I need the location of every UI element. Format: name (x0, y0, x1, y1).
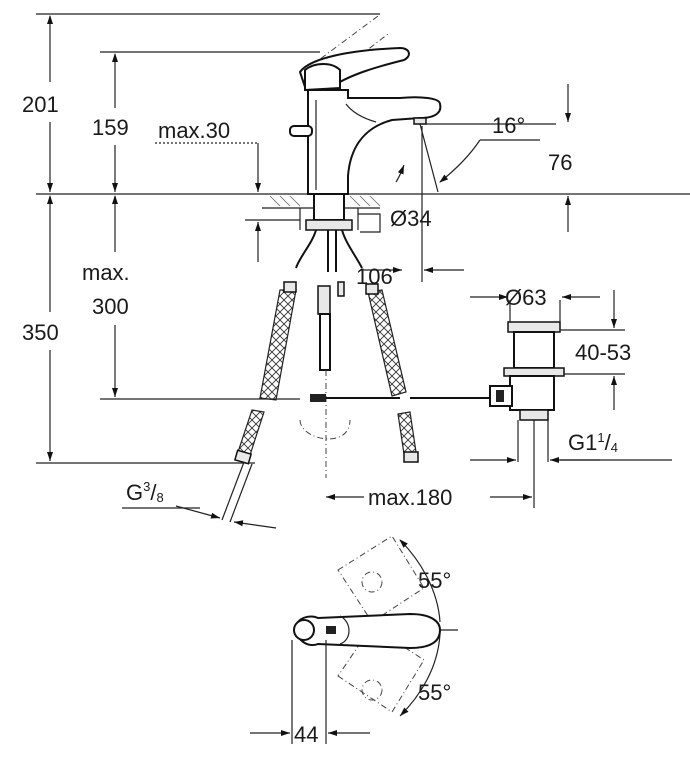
dim-16-degree: 16° (492, 113, 525, 138)
dim-max-label: max. (82, 260, 130, 285)
dim-159: 159 (92, 115, 129, 140)
dim-g-3-8-lines (122, 505, 277, 529)
deck-thickness-dim (155, 142, 300, 262)
dim-max180: max.180 (368, 485, 452, 510)
g1-slash: / (605, 430, 612, 455)
dim-max30: max.30 (158, 118, 230, 143)
dim-44: 44 (294, 722, 318, 747)
g38-slash: / (150, 480, 157, 505)
popup-rod (310, 394, 492, 402)
dim-106-lines (360, 126, 464, 282)
g1-main: G1 (568, 430, 597, 455)
dim-g1-quarter: G11/4 (568, 430, 618, 455)
faucet-top-view (293, 535, 458, 717)
dim-44-lines (250, 640, 370, 744)
g1-sup: 1 (597, 430, 604, 445)
dim-34-diameter: Ø34 (390, 206, 432, 231)
dim-63-diameter: Ø63 (505, 285, 547, 310)
g1-sub: 4 (611, 440, 618, 455)
flex-hoses (221, 281, 419, 523)
dim-55-top: 55° (418, 568, 451, 593)
waste-assembly (489, 321, 565, 462)
dim-g-3-8: G3/8 (126, 479, 164, 505)
faucet-side-view (289, 15, 556, 195)
dim-201: 201 (22, 92, 59, 117)
dim-55-bottom: 55° (418, 680, 451, 705)
dim-180-lines (326, 420, 535, 508)
g38-sup: 3 (143, 479, 150, 494)
dim-76: 76 (548, 150, 572, 175)
left-dimension-lines (36, 13, 690, 464)
dim-350: 350 (22, 320, 59, 345)
tails (295, 229, 363, 272)
deck-hatch (262, 193, 381, 233)
dim-40-53-lines (560, 290, 625, 410)
dim-300: 300 (92, 294, 129, 319)
dim-63-lines (470, 294, 600, 322)
dim-40-53: 40-53 (575, 340, 631, 365)
g38-main: G (126, 480, 143, 505)
g38-sub: 8 (156, 490, 163, 505)
